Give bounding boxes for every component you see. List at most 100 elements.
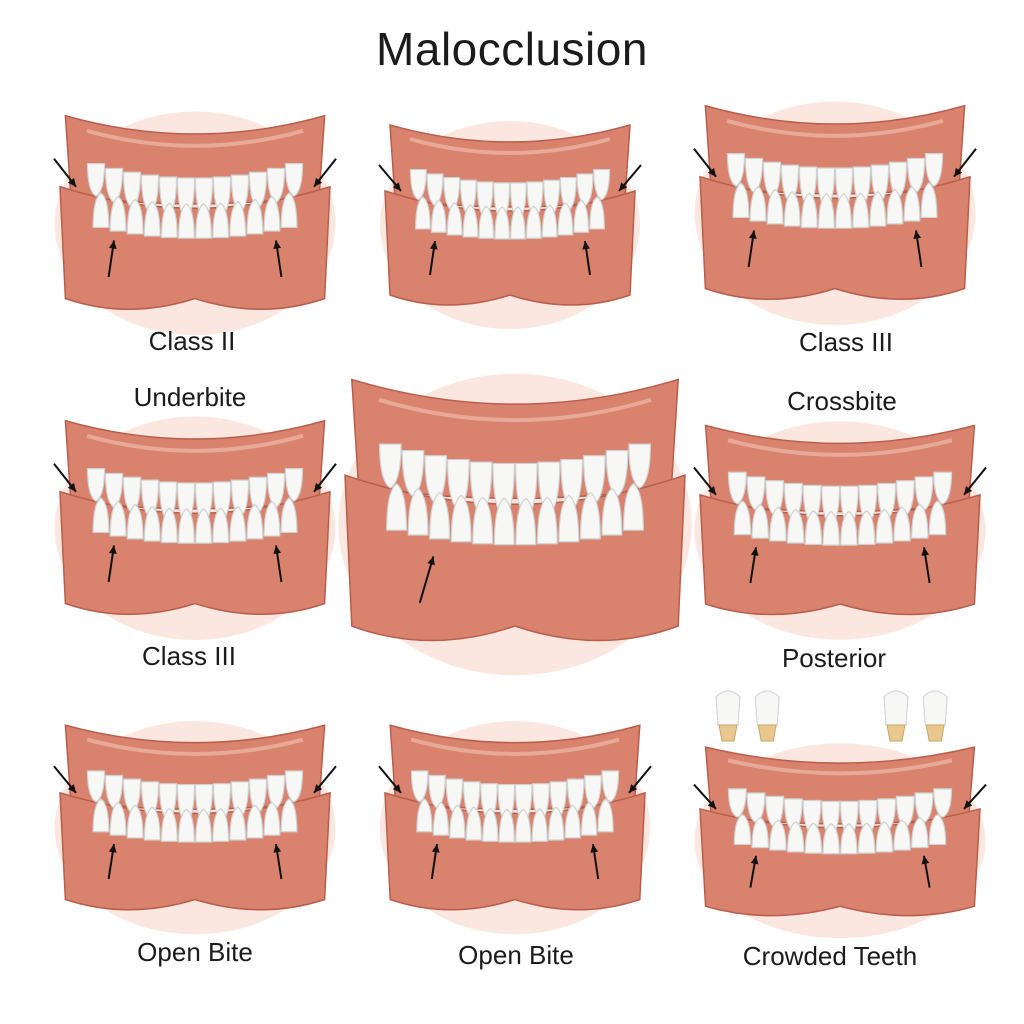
tooth-icon [804, 510, 823, 546]
tooth-icon [733, 500, 752, 536]
arrow-icon [628, 765, 652, 794]
tooth-icon [558, 494, 580, 543]
tooth-icon [246, 198, 264, 235]
tooth-icon [386, 483, 408, 531]
tooth-icon [840, 823, 858, 855]
tooth-icon [852, 192, 870, 229]
tooth-icon [415, 196, 431, 230]
tooth-icon [229, 505, 247, 542]
tooth-icon [246, 503, 264, 540]
tooth-icon [786, 821, 805, 853]
label-crossbite: Crossbite [787, 386, 897, 416]
tooth-icon [212, 807, 230, 842]
tooth-icon [769, 506, 787, 542]
arrow-icon [693, 148, 717, 178]
tooth-icon [263, 801, 281, 836]
tooth-icon [769, 819, 787, 851]
tooth-icon [886, 188, 904, 225]
label-open-bite-left: Open Bite [137, 937, 253, 967]
tooth-icon [86, 468, 106, 502]
tooth-icon [212, 202, 230, 239]
tooth-icon [92, 192, 110, 229]
arrow-icon [107, 843, 117, 880]
tooth-icon [92, 798, 110, 833]
tooth-icon [472, 496, 494, 545]
arrow-icon [378, 164, 402, 192]
tooth-icon [449, 804, 466, 839]
tooth-icon [928, 500, 947, 536]
panel-open-bite-center [378, 715, 652, 935]
tooth-icon [515, 808, 532, 843]
tooth-icon [86, 163, 106, 197]
tooth-icon [573, 199, 590, 233]
tooth-icon [732, 182, 750, 219]
tooth-icon [622, 483, 644, 531]
panel-top-center [378, 115, 642, 329]
dental-arch-illustration [693, 690, 987, 939]
tooth-icon [92, 497, 110, 534]
label-class-iii-top: Class III [799, 327, 893, 357]
arrow-icon [618, 164, 642, 192]
tooth-icon [409, 168, 427, 201]
arrow-icon [963, 466, 987, 496]
arrow-icon [53, 765, 77, 794]
tooth-icon [212, 507, 230, 544]
tooth-icon [727, 788, 747, 818]
tooth-icon [924, 153, 944, 187]
tooth-icon [195, 203, 213, 239]
arrow-icon [313, 765, 337, 794]
tooth-icon [86, 770, 106, 803]
tooth-icon [601, 487, 623, 536]
tooth-icon [280, 192, 298, 229]
tooth-icon [727, 471, 747, 505]
tooth-icon [280, 798, 298, 833]
tooth-icon [143, 200, 161, 237]
tooth-icon [589, 196, 605, 230]
arrow-icon [749, 855, 759, 888]
tooth-icon [143, 505, 161, 542]
tooth-icon [564, 804, 581, 839]
tooth-icon [284, 163, 304, 197]
tooth-icon [410, 770, 429, 803]
arrow-icon [107, 545, 117, 583]
tooth-icon [478, 205, 495, 239]
tooth-icon [160, 507, 178, 544]
tooth-icon [450, 494, 472, 543]
tooth-icon [126, 804, 144, 839]
tooth-icon [541, 204, 558, 238]
arrow-icon [378, 765, 402, 794]
arrow-icon [749, 547, 759, 584]
tooth-icon [893, 506, 911, 542]
panel-large-center [338, 365, 692, 676]
tooth-icon [280, 497, 298, 534]
panel-crowded-teeth [693, 685, 987, 939]
tooth-icon [429, 491, 451, 540]
panel-open-bite-left [53, 715, 337, 935]
tooth-icon [378, 443, 402, 489]
tooth-icon [822, 510, 840, 546]
tooth-icon [494, 206, 510, 240]
tooth-icon [547, 806, 565, 841]
molar-icon [922, 690, 948, 742]
arrow-icon [921, 547, 931, 584]
tooth-icon [822, 823, 840, 855]
molar-icon [715, 690, 741, 742]
tooth-icon [446, 202, 463, 236]
tooth-icon [726, 153, 746, 187]
tooth-icon [593, 168, 611, 201]
panel-underbite [53, 410, 337, 641]
tooth-icon [783, 190, 801, 227]
arrow-icon [921, 855, 931, 888]
page-title: Malocclusion [376, 23, 648, 75]
tooth-icon [597, 798, 614, 833]
tooth-icon [143, 806, 161, 841]
label-underbite: Underbite [133, 382, 247, 412]
tooth-icon [126, 503, 144, 540]
tooth-icon [733, 813, 752, 846]
dental-arch-illustration [693, 421, 987, 640]
panel-class-ii [53, 105, 337, 336]
tooth-icon [840, 510, 858, 546]
tooth-icon [536, 496, 558, 545]
tooth-icon [160, 202, 178, 239]
tooth-icon [109, 500, 127, 537]
